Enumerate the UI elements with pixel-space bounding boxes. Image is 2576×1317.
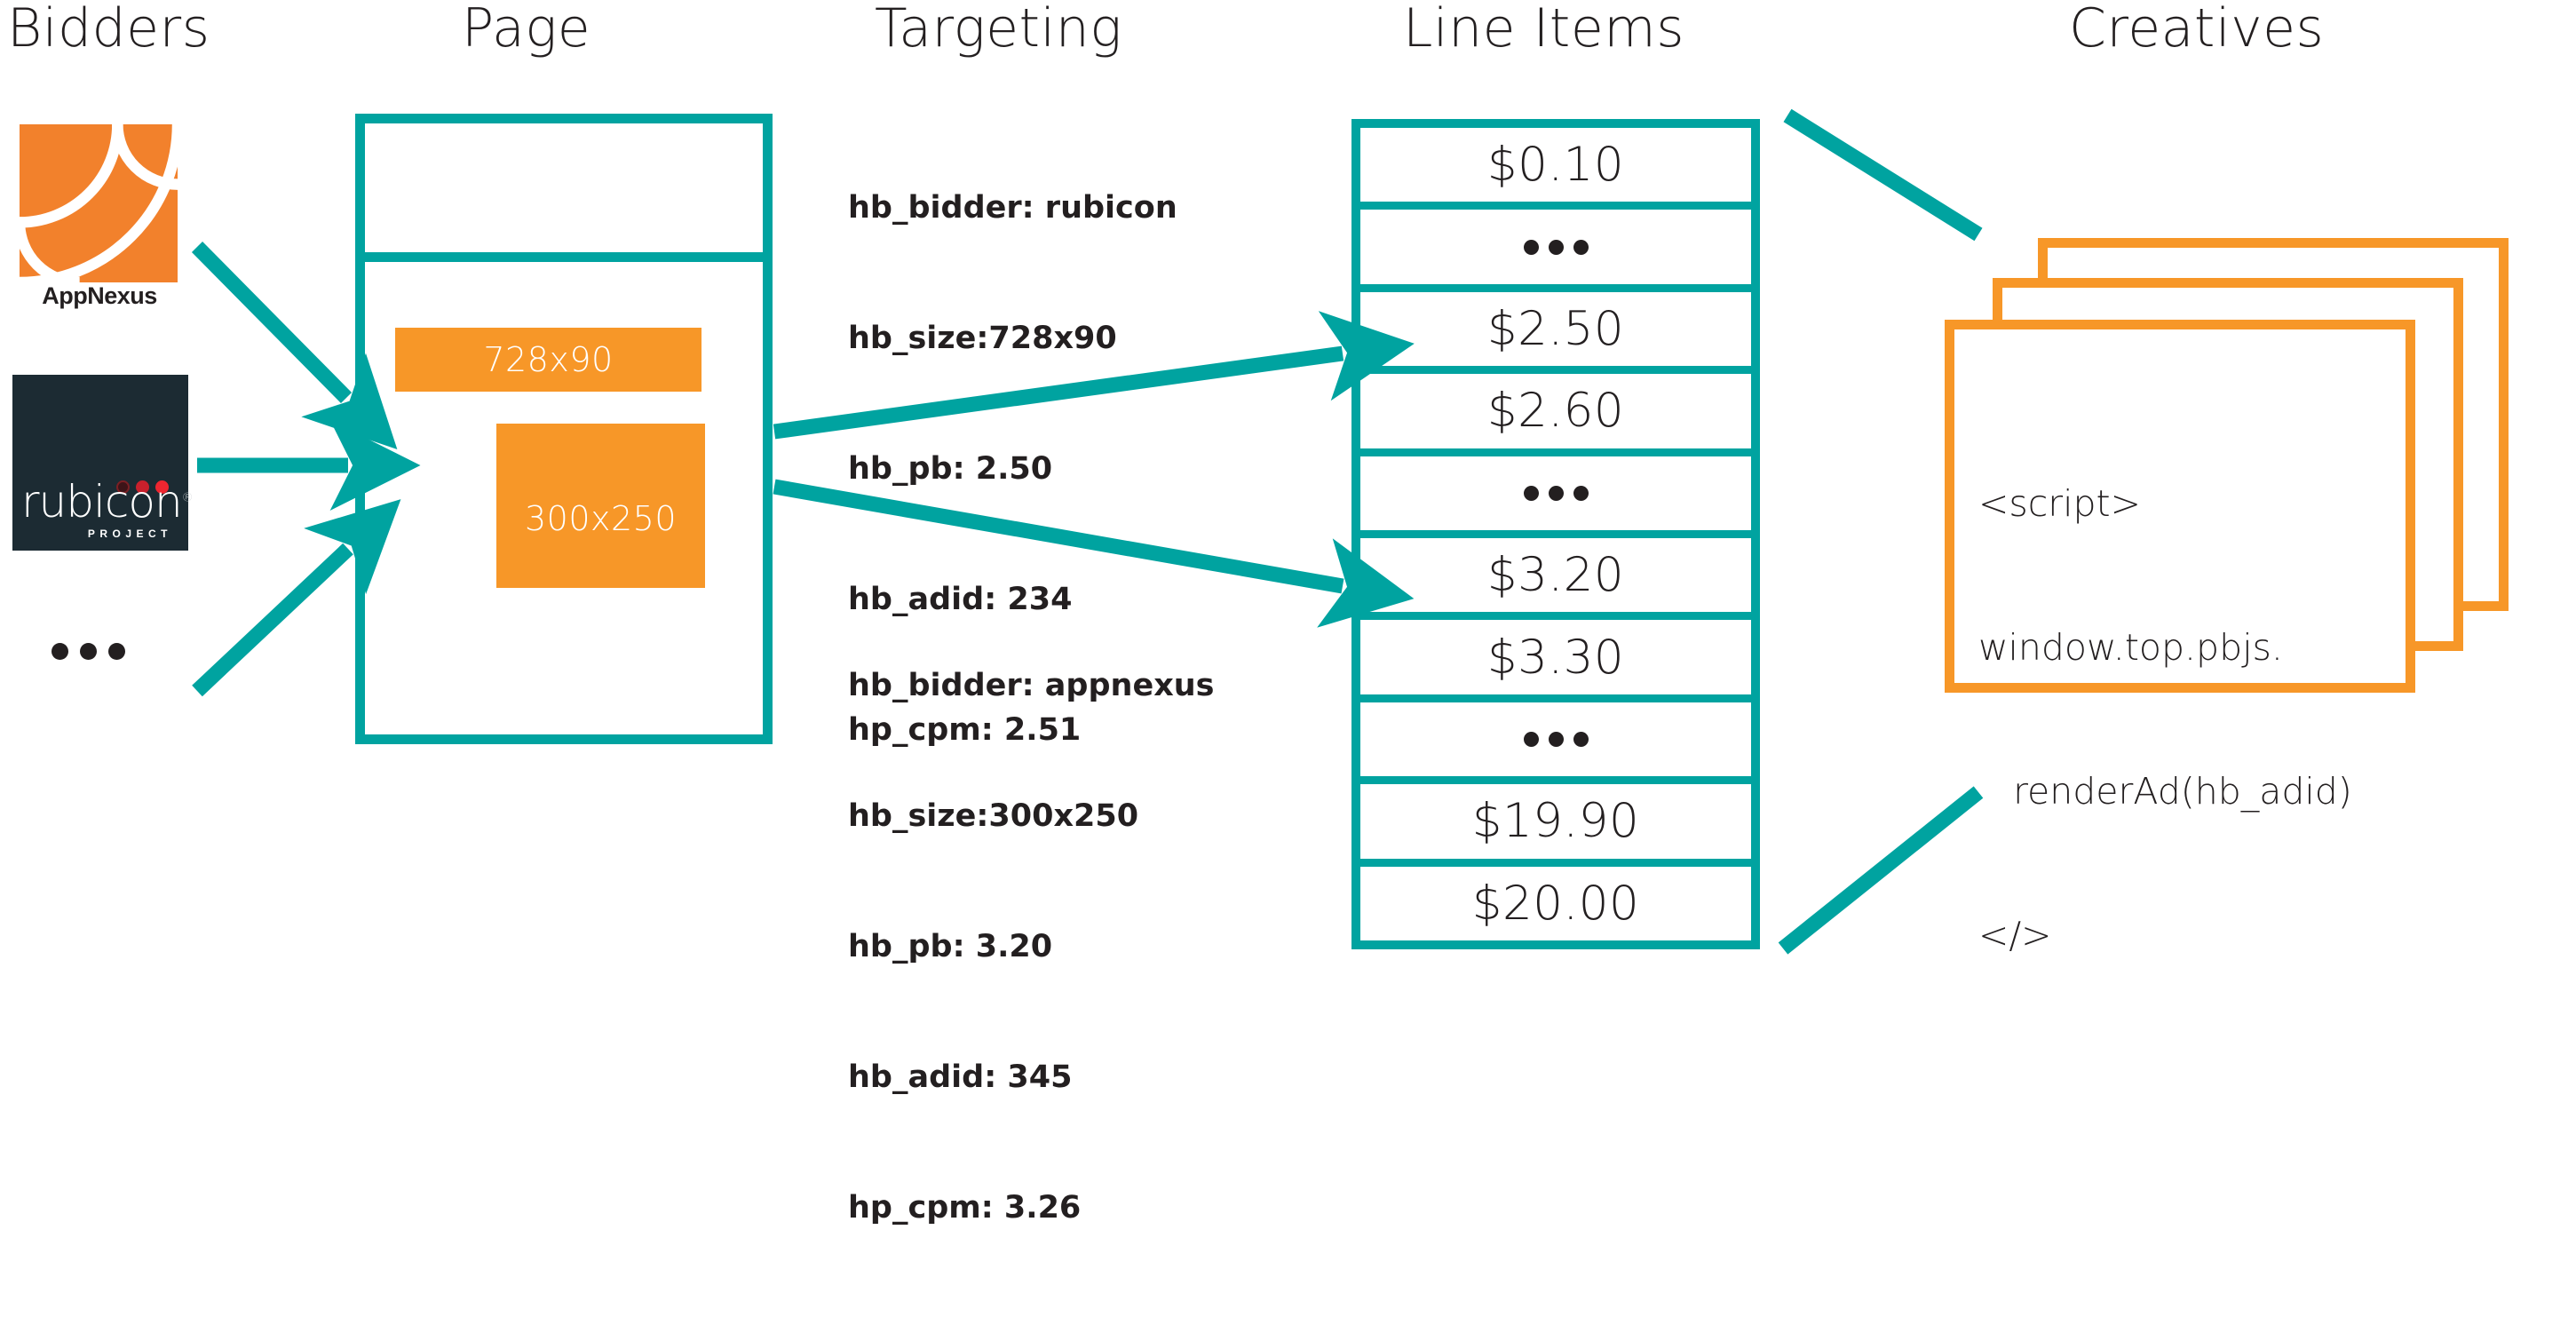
- ad-slot-728x90[interactable]: 728x90: [395, 328, 701, 392]
- targeting-line-hb-size: hb_size:300x250: [848, 798, 1139, 834]
- creative-code-line-2: window.top.pbjs.: [1978, 626, 2283, 669]
- diagram-canvas: Bidders Page Targeting Line Items Creati…: [7, 0, 2509, 1226]
- creative-snippet: <script> window.top.pbjs. renderAd(hb_ad…: [1978, 384, 2352, 1055]
- rubicon-project-logo-icon: rubicon® PROJECT: [12, 375, 194, 551]
- targeting-line-hb-bidder: hb_bidder: rubicon: [848, 190, 1177, 226]
- column-title-targeting: Targeting: [875, 0, 1122, 60]
- column-title-bidders: Bidders: [7, 0, 210, 60]
- line-item-row[interactable]: $3.30: [1360, 620, 1751, 694]
- line-item-row[interactable]: $19.90: [1360, 784, 1751, 859]
- page-header-divider: [365, 252, 763, 262]
- rubicon-wordmark-text: rubicon: [21, 476, 183, 528]
- line-item-ellipsis: [1523, 732, 1589, 748]
- rubicon-subtitle: PROJECT: [87, 528, 172, 540]
- line-item-row[interactable]: $3.20: [1360, 538, 1751, 613]
- line-item-row[interactable]: $2.60: [1360, 374, 1751, 448]
- creative-code-line-3: renderAd(hb_adid): [1978, 770, 2352, 813]
- targeting-line-hp-cpm: hp_cpm: 3.26: [848, 1190, 1082, 1226]
- creative-card-front[interactable]: [1945, 320, 2415, 693]
- line-item-row[interactable]: [1360, 210, 1751, 284]
- rubicon-dots: [116, 480, 169, 494]
- rubicon-registered-mark: ®: [181, 491, 194, 505]
- ad-slot-300x250[interactable]: 300x250: [496, 424, 705, 588]
- creative-code-line-1: <script>: [1978, 482, 2141, 525]
- appnexus-label: AppNexus: [42, 282, 157, 309]
- line-item-row[interactable]: [1360, 456, 1751, 531]
- column-title-line-items: Line Items: [1403, 0, 1684, 60]
- targeting-line-hb-size: hb_size:728x90: [848, 321, 1117, 356]
- creative-code-line-4: </>: [1978, 914, 2052, 956]
- line-item-row[interactable]: [1360, 702, 1751, 777]
- targeting-key-values-appnexus: hb_bidder: appnexus hb_size:300x250 hb_p…: [848, 577, 1215, 1317]
- targeting-line-hb-bidder: hb_bidder: appnexus: [848, 668, 1215, 703]
- targeting-line-hb-pb: hb_pb: 3.20: [848, 929, 1053, 964]
- bidders-more-ellipsis: [52, 643, 125, 660]
- line-item-row[interactable]: $0.10: [1360, 128, 1751, 202]
- targeting-line-hb-pb: hb_pb: 2.50: [848, 451, 1053, 487]
- column-title-creatives: Creatives: [2069, 0, 2325, 60]
- line-item-ellipsis: [1523, 485, 1589, 501]
- line-item-row[interactable]: $20.00: [1360, 866, 1751, 941]
- appnexus-logo-icon: [13, 123, 184, 289]
- rubicon-wordmark: rubicon®: [21, 480, 194, 524]
- page-container: 728x90 300x250: [355, 114, 773, 744]
- connector-line-items-to-creatives-top: [1783, 108, 1983, 242]
- column-title-page: Page: [462, 0, 591, 60]
- line-item-row[interactable]: $2.50: [1360, 291, 1751, 367]
- line-items-table: $0.10 $2.50 $2.60 $3.20 $3.30 $19.90 $20…: [1351, 119, 1760, 949]
- connector-line-items-to-creatives-bottom: [1778, 786, 1984, 955]
- line-item-ellipsis: [1523, 239, 1589, 255]
- targeting-line-hp-cpm: hp_cpm: 2.51: [848, 712, 1082, 748]
- arrow-more-bidders-to-page: [192, 499, 401, 697]
- targeting-line-hb-adid: hb_adid: 345: [848, 1059, 1073, 1095]
- arrow-appnexus-to-page: [191, 242, 398, 450]
